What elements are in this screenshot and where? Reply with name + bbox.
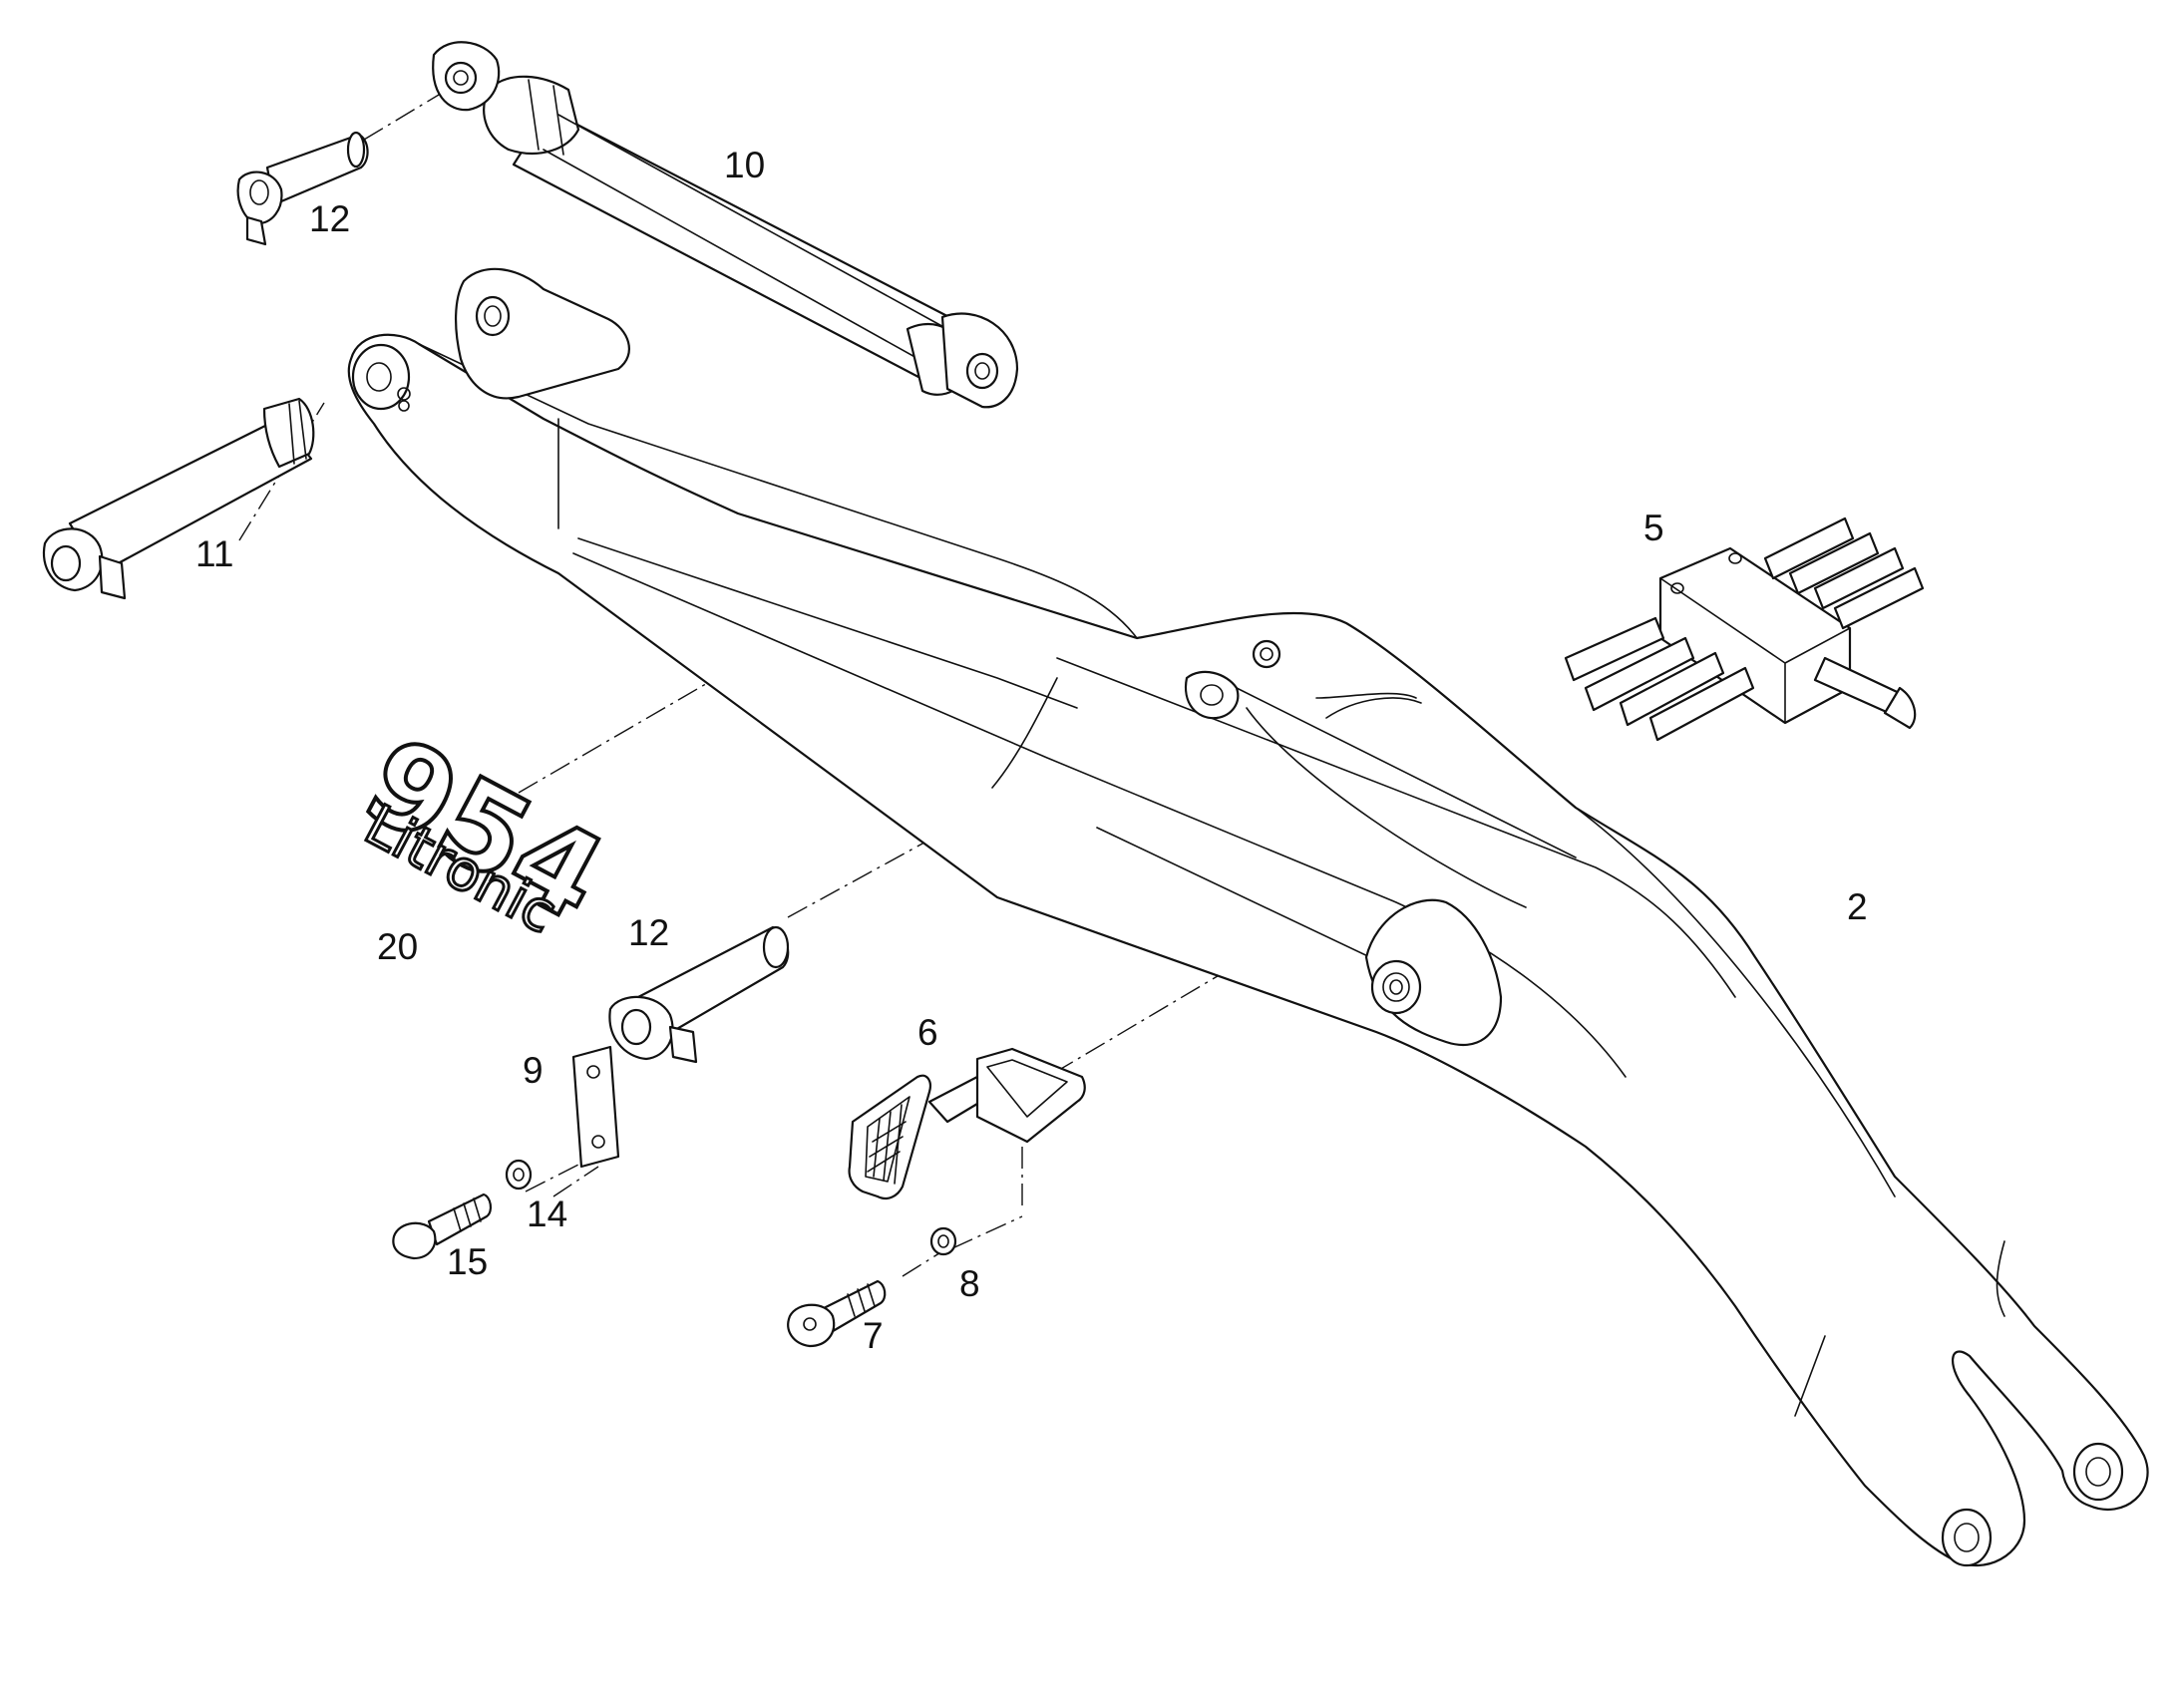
callout-7: 7 — [863, 1315, 884, 1356]
callout-9: 9 — [523, 1050, 544, 1091]
callout-20: 20 — [377, 926, 418, 967]
callout-12-lower: 12 — [628, 912, 669, 953]
screw-7 — [787, 1279, 887, 1348]
washer-8 — [929, 1226, 957, 1256]
step-6 — [848, 1047, 1086, 1200]
plate-9 — [571, 1045, 620, 1169]
callout-15: 15 — [447, 1241, 488, 1282]
callout-5: 5 — [1643, 508, 1664, 548]
boom-arm — [347, 267, 2149, 1567]
decal-954-litronic: 954 Litronic — [342, 709, 627, 949]
callout-labels: 2 5 6 7 8 9 10 11 12 12 14 15 20 — [195, 145, 1868, 1356]
hydraulic-cylinder — [432, 41, 1019, 409]
callout-10: 10 — [724, 145, 765, 185]
bolt-15 — [392, 1193, 493, 1260]
washer-14 — [505, 1159, 533, 1191]
callout-2: 2 — [1847, 886, 1868, 927]
pin-12-lower — [608, 925, 790, 1064]
callout-6: 6 — [917, 1012, 938, 1053]
valve-block-5 — [1564, 516, 1925, 742]
callout-11: 11 — [195, 533, 233, 574]
callout-8: 8 — [959, 1263, 980, 1304]
callout-14: 14 — [527, 1194, 567, 1234]
callout-12-top: 12 — [309, 198, 350, 239]
pin-11 — [42, 397, 315, 600]
pin-12-top — [236, 131, 369, 246]
